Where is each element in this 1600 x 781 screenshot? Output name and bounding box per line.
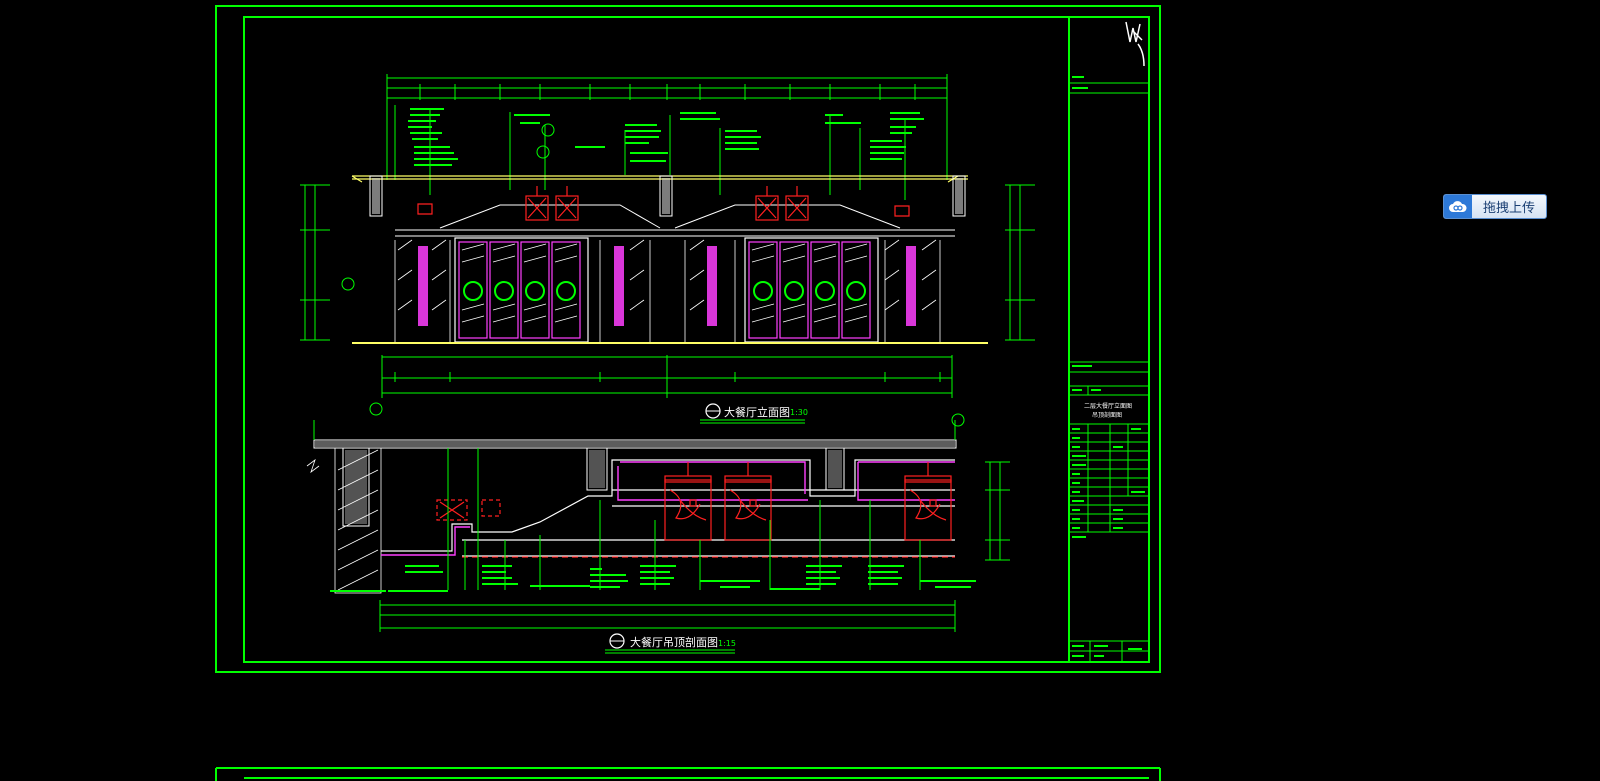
- elevation-scale-text: 1:30: [790, 408, 808, 417]
- section-title-text: 大餐厅吊顶剖面图: [630, 635, 718, 649]
- title-block: [1068, 17, 1149, 662]
- titleblock-drawing-subname: 吊顶剖面图: [1092, 411, 1122, 419]
- chandelier-section-group: [436, 462, 952, 541]
- drag-upload-button[interactable]: 拖拽上传: [1443, 194, 1547, 219]
- door-panels-right: [744, 237, 879, 343]
- elevation-title-text: 大餐厅立面图: [724, 405, 790, 419]
- decor-pillars: [418, 246, 916, 326]
- drag-upload-label: 拖拽上传: [1482, 201, 1535, 216]
- cloud-link-icon: [1444, 195, 1472, 218]
- section-title: 大餐厅吊顶剖面图 1:15: [605, 633, 736, 654]
- chandelier-elevation-group: [417, 186, 910, 221]
- elevation-title: 大餐厅立面图 1:30: [700, 403, 808, 424]
- door-panels-left: [454, 237, 589, 343]
- section-view: 大餐厅吊顶剖面图 1:15: [306, 420, 1010, 654]
- section-scale-text: 1:15: [718, 639, 736, 648]
- drawing-sheet: [215, 5, 1161, 673]
- titleblock-drawing-name: 二层大餐厅立面图: [1084, 402, 1132, 410]
- elevation-view: 大餐厅立面图 1:30: [300, 74, 1035, 427]
- drawing-sheet-next: [215, 767, 1161, 781]
